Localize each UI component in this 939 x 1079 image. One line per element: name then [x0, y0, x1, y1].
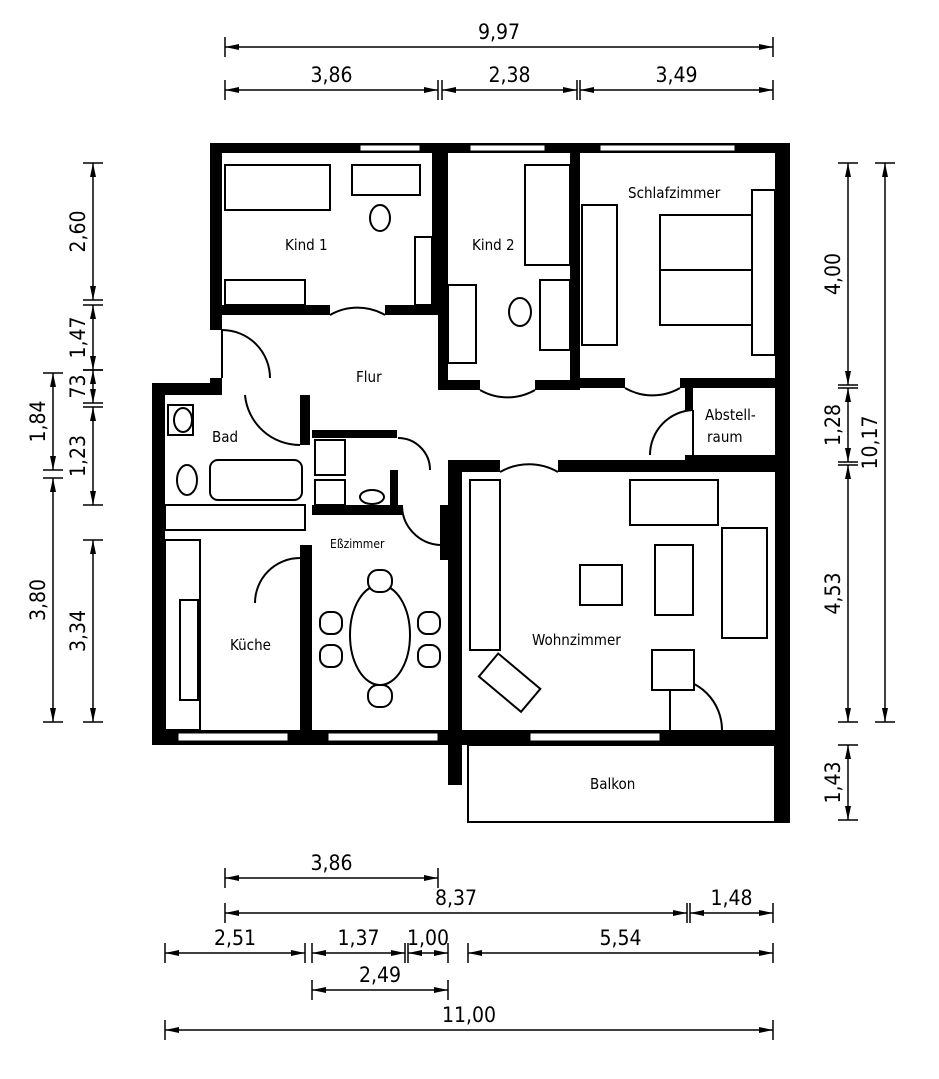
dimension-label: 3,34	[66, 610, 90, 652]
dimension-label: 2,49	[359, 963, 401, 987]
dimension: 1,48	[689, 886, 774, 923]
dimension: 1,43	[821, 744, 858, 821]
dimension: 11,00	[164, 1003, 774, 1040]
dimension-lines: 9,97 3,86 2,38 3,49 4,00 1,28 4,53 10,17 1,43 2,6…	[26, 20, 895, 1040]
dimension-label: 9,97	[478, 20, 520, 44]
dimension: 2,38	[441, 63, 578, 100]
room-flur: Flur	[356, 368, 382, 386]
windows	[177, 144, 736, 742]
dimension: 4,00	[821, 162, 858, 386]
arrow-icon	[442, 87, 577, 93]
dimension: 8,37	[224, 886, 688, 923]
room-balkon: Balkon	[590, 775, 635, 793]
dimension: 1,23	[66, 406, 103, 506]
sofa	[629, 479, 719, 526]
dimension: 2,49	[311, 963, 449, 1000]
dimension-label: 1,00	[407, 926, 449, 950]
sofa	[721, 527, 768, 639]
doors	[221, 306, 723, 731]
dimension: 1,00	[407, 926, 449, 963]
kitchen-counter	[179, 599, 199, 701]
furniture	[167, 164, 776, 714]
dimension-label: 2,51	[214, 926, 256, 950]
dimension-label: 1,23	[66, 435, 90, 477]
dimension-label: 8,37	[435, 886, 477, 910]
dining-table	[349, 584, 411, 686]
bathtub-icon	[209, 459, 303, 501]
dimension: 3,34	[66, 539, 103, 723]
room-wohnzimmer: Wohnzimmer	[532, 631, 621, 649]
dimension-label: 4,00	[821, 253, 845, 295]
dimension: 2,51	[164, 926, 306, 963]
dimension-label: 1,28	[821, 404, 845, 446]
dimension-label: 11,00	[442, 1003, 496, 1027]
dimension: 5,54	[467, 926, 774, 963]
dimension-label: 1,43	[821, 761, 845, 803]
arrow-icon	[90, 370, 96, 403]
balcony	[467, 744, 776, 823]
dimension-label: 1,47	[66, 316, 90, 358]
bed-kind1	[224, 164, 331, 211]
dimension-label: 4,53	[821, 572, 845, 614]
dimension: 1,47	[66, 304, 103, 371]
dimension: 9,97	[224, 20, 774, 57]
dimension: 3,86	[224, 851, 439, 888]
room-labels: Kind 1 Kind 2 Schlafzimmer Flur Abstell-…	[212, 184, 756, 793]
dimension: 1,37	[311, 926, 406, 963]
dimension-label: 1,37	[337, 926, 379, 950]
dimension-label: 73	[66, 374, 90, 398]
room-kueche: Küche	[230, 636, 271, 654]
dimension-label: 10,17	[858, 415, 882, 469]
dimension-label: 2,60	[66, 210, 90, 252]
room-abstellraum-2: raum	[707, 428, 743, 446]
bad-divider	[164, 504, 306, 731]
dimension: 10,17	[858, 162, 895, 723]
room-kind2: Kind 2	[472, 236, 515, 254]
room-bad: Bad	[212, 428, 238, 446]
arrow-icon	[165, 950, 305, 956]
arrow-icon	[312, 987, 448, 993]
armchair	[651, 649, 695, 691]
room-kind1: Kind 1	[285, 236, 328, 254]
dimension-label: 1,84	[26, 400, 50, 442]
arrow-icon	[408, 950, 448, 956]
armchair	[579, 564, 623, 606]
dimension-label: 5,54	[599, 926, 641, 950]
dimension: 3,86	[224, 63, 439, 100]
arrow-icon	[90, 163, 96, 300]
dimension: 73	[66, 369, 103, 404]
dimension-label: 1,48	[710, 886, 752, 910]
dimension: 3,49	[579, 63, 774, 100]
coffee-table	[654, 544, 694, 616]
dimension: 2,60	[66, 162, 103, 301]
dimension: 1,84	[26, 372, 63, 471]
dimension-label: 3,86	[310, 63, 352, 87]
dimension: 4,53	[821, 464, 858, 723]
dimension: 3,80	[26, 477, 63, 723]
dimension-label: 3,49	[655, 63, 697, 87]
room-abstellraum-1: Abstell-	[705, 406, 756, 424]
dimension-label: 2,38	[488, 63, 530, 87]
room-schlafzimmer: Schlafzimmer	[628, 184, 721, 202]
toilet-icon	[369, 204, 391, 232]
bed-kind2	[524, 164, 571, 266]
dimension-label: 3,80	[26, 579, 50, 621]
room-esszimmer: Eßzimmer	[330, 537, 385, 551]
dimension: 1,28	[821, 387, 858, 463]
dimension-label: 3,86	[310, 851, 352, 875]
arrow-icon	[90, 305, 96, 370]
